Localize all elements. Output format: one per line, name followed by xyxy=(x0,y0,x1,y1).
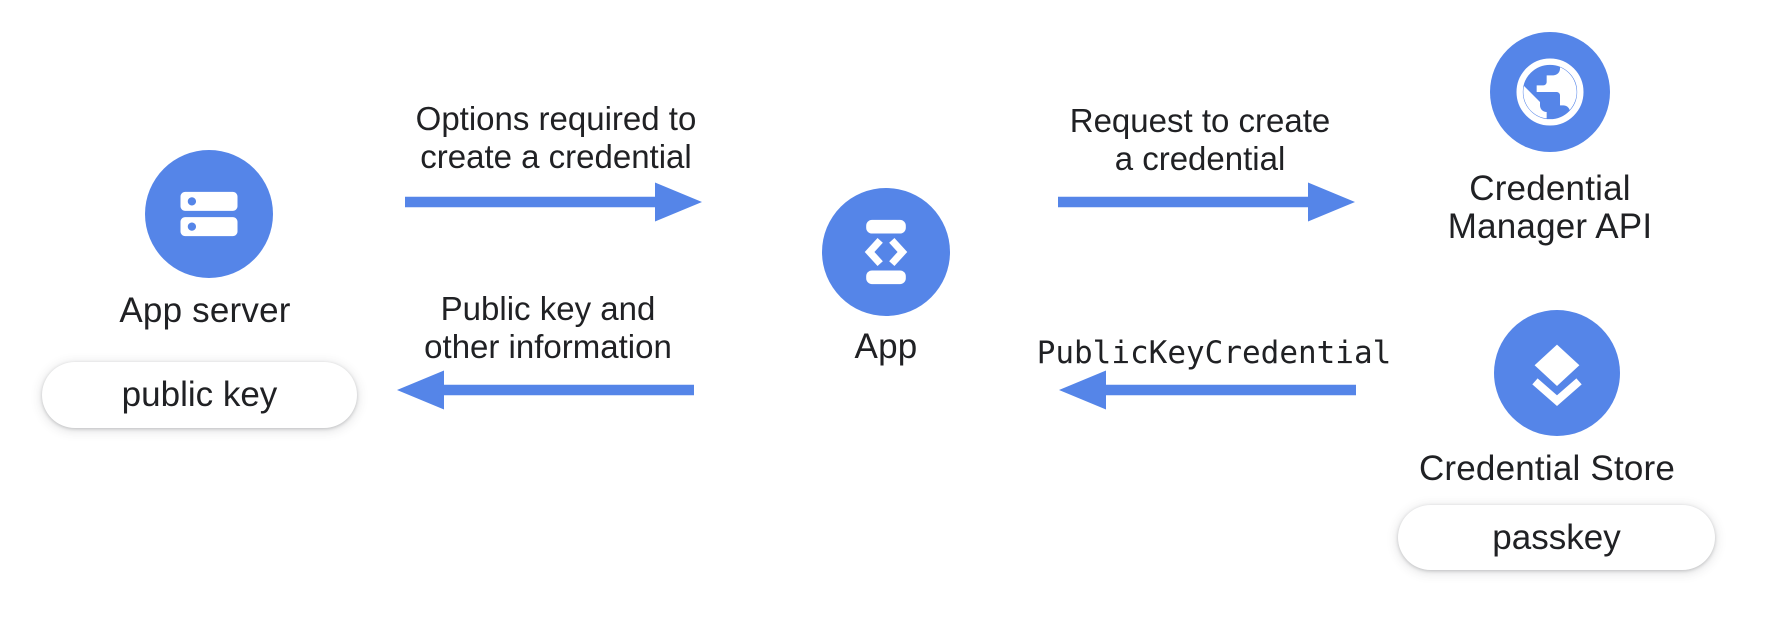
flow-label-options: Options required to create a credential xyxy=(415,100,697,175)
app-server-label: App server xyxy=(119,291,291,330)
flow-label-publickeycredential: PublicKeyCredential xyxy=(1036,335,1392,371)
credential-manager-api-label: Credential Manager API xyxy=(1447,169,1653,246)
app-label: App xyxy=(854,327,918,366)
phone-code-icon xyxy=(864,219,908,285)
passkey-badge: passkey xyxy=(1398,505,1715,570)
arrow-right-icon xyxy=(405,182,702,222)
globe-icon xyxy=(1516,58,1584,126)
arrow-left-icon xyxy=(1059,370,1356,410)
credential-manager-api-node xyxy=(1490,32,1610,152)
app-node xyxy=(822,188,950,316)
passkey-badge-label: passkey xyxy=(1492,517,1621,557)
flow-label-public-key-info: Public key and other information xyxy=(424,290,672,365)
credential-store-label: Credential Store xyxy=(1418,449,1676,488)
layers-icon xyxy=(1532,344,1582,406)
public-key-badge-label: public key xyxy=(121,375,278,414)
app-server-node xyxy=(145,150,273,278)
public-key-badge: public key xyxy=(42,362,357,428)
arrow-right-icon xyxy=(1058,182,1355,222)
flow-label-request-create: Request to create a credential xyxy=(1069,102,1331,177)
arrow-left-icon xyxy=(397,370,694,410)
credential-store-node xyxy=(1494,310,1620,436)
server-icon xyxy=(180,191,238,237)
